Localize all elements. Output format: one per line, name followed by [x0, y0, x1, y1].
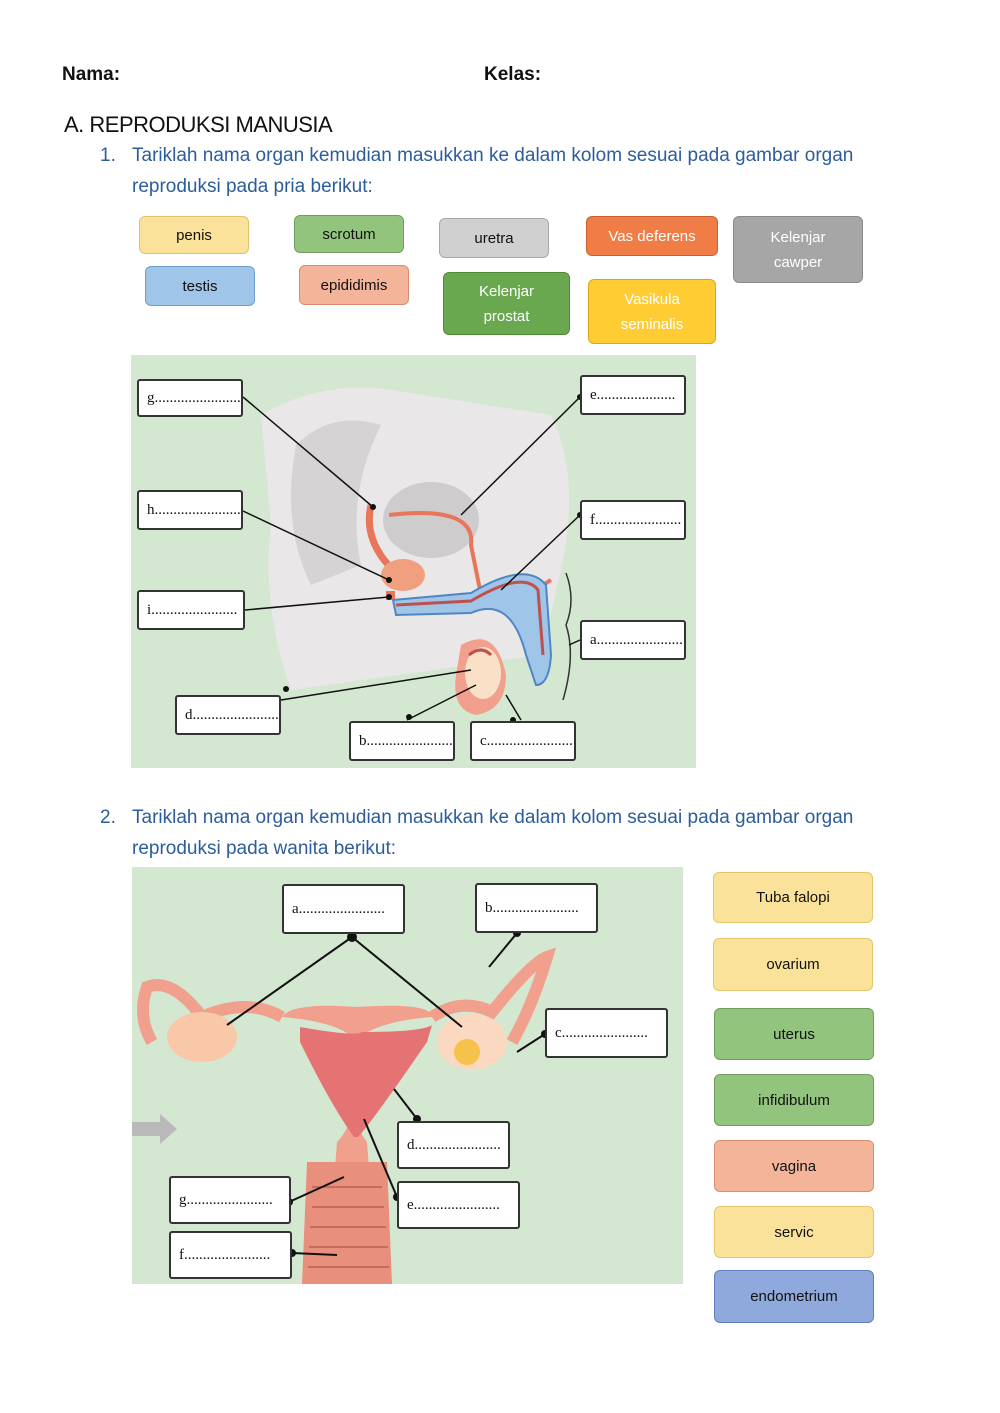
question-text: Tariklah nama organ kemudian masukkan ke…: [132, 145, 854, 197]
chip-infidibulum[interactable]: infidibulum: [714, 1074, 874, 1126]
female-blank-a[interactable]: a.......................: [282, 884, 405, 934]
chip-scrotum[interactable]: scrotum: [294, 215, 404, 253]
female-blank-b[interactable]: b.......................: [475, 883, 598, 933]
question-number: 2.: [100, 807, 116, 828]
male-blank-d[interactable]: d.......................: [175, 695, 281, 735]
male-blank-e[interactable]: e.....................: [580, 375, 686, 415]
chip-uterus[interactable]: uterus: [714, 1008, 874, 1060]
chip-vagina[interactable]: vagina: [714, 1140, 874, 1192]
male-organs-illustration: [242, 387, 583, 723]
female-organs-illustration: [132, 929, 557, 1284]
male-blank-h[interactable]: h.......................: [137, 490, 243, 530]
male-blank-a[interactable]: a.......................: [580, 620, 686, 660]
chip-kelenjar-cawper[interactable]: Kelenjar cawper: [733, 216, 863, 283]
chip-testis[interactable]: testis: [145, 266, 255, 306]
chip-penis[interactable]: penis: [139, 216, 249, 254]
female-blank-d[interactable]: d.......................: [397, 1121, 510, 1169]
male-diagram: g....................... e..............…: [131, 355, 696, 768]
question-text: Tariklah nama organ kemudian masukkan ke…: [132, 807, 854, 859]
female-blank-c[interactable]: c.......................: [545, 1008, 668, 1058]
male-blank-i[interactable]: i.......................: [137, 590, 245, 630]
chip-servic[interactable]: servic: [714, 1206, 874, 1258]
female-blank-g[interactable]: g.......................: [169, 1176, 291, 1224]
question-1: 1. Tariklah nama organ kemudian masukkan…: [100, 140, 900, 202]
female-blank-e[interactable]: e.......................: [397, 1181, 520, 1229]
chip-endometrium[interactable]: endometrium: [714, 1270, 874, 1323]
male-blank-g[interactable]: g.......................: [137, 379, 243, 417]
chip-epididimis[interactable]: epididimis: [299, 265, 409, 305]
question-2: 2. Tariklah nama organ kemudian masukkan…: [100, 802, 900, 864]
male-blank-b[interactable]: b.......................: [349, 721, 455, 761]
question-number: 1.: [100, 145, 116, 166]
female-blank-f[interactable]: f.......................: [169, 1231, 292, 1279]
section-title: A. REPRODUKSI MANUSIA: [64, 112, 333, 137]
chip-uretra[interactable]: uretra: [439, 218, 549, 258]
chip-vas-deferens[interactable]: Vas deferens: [586, 216, 718, 256]
chip-kelenjar-prostat[interactable]: Kelenjar prostat: [443, 272, 570, 335]
female-diagram: a....................... b..............…: [132, 867, 683, 1284]
kelas-label: Kelas:: [484, 64, 542, 85]
chip-tuba-falopi[interactable]: Tuba falopi: [713, 872, 873, 923]
chip-ovarium[interactable]: ovarium: [713, 938, 873, 991]
male-blank-c[interactable]: c.......................: [470, 721, 576, 761]
male-blank-f[interactable]: f.......................: [580, 500, 686, 540]
nama-label: Nama:: [62, 64, 121, 85]
chip-vasikula-seminalis[interactable]: Vasikula seminalis: [588, 279, 716, 344]
